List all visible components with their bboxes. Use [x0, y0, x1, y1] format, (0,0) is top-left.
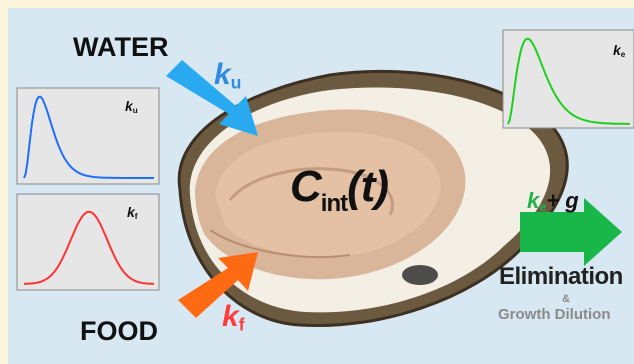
- ku-arrow-label: ku: [214, 58, 241, 93]
- ku-plot-label: ku: [125, 98, 138, 115]
- elimination-label: Elimination: [499, 263, 623, 291]
- kf-plot-label: kf: [127, 204, 138, 221]
- ampersand-label: &: [562, 293, 570, 305]
- food-label: FOOD: [80, 316, 158, 347]
- elimination-rate-label: ke+ g: [527, 188, 579, 214]
- concentration-label: Cint(t): [290, 162, 388, 218]
- growth-dilution-label: Growth Dilution: [498, 306, 610, 323]
- ke-plot-label: ke: [613, 42, 625, 59]
- water-label: WATER: [73, 32, 169, 63]
- kf-arrow-label: kf: [222, 300, 244, 335]
- kf-plot: [17, 194, 159, 290]
